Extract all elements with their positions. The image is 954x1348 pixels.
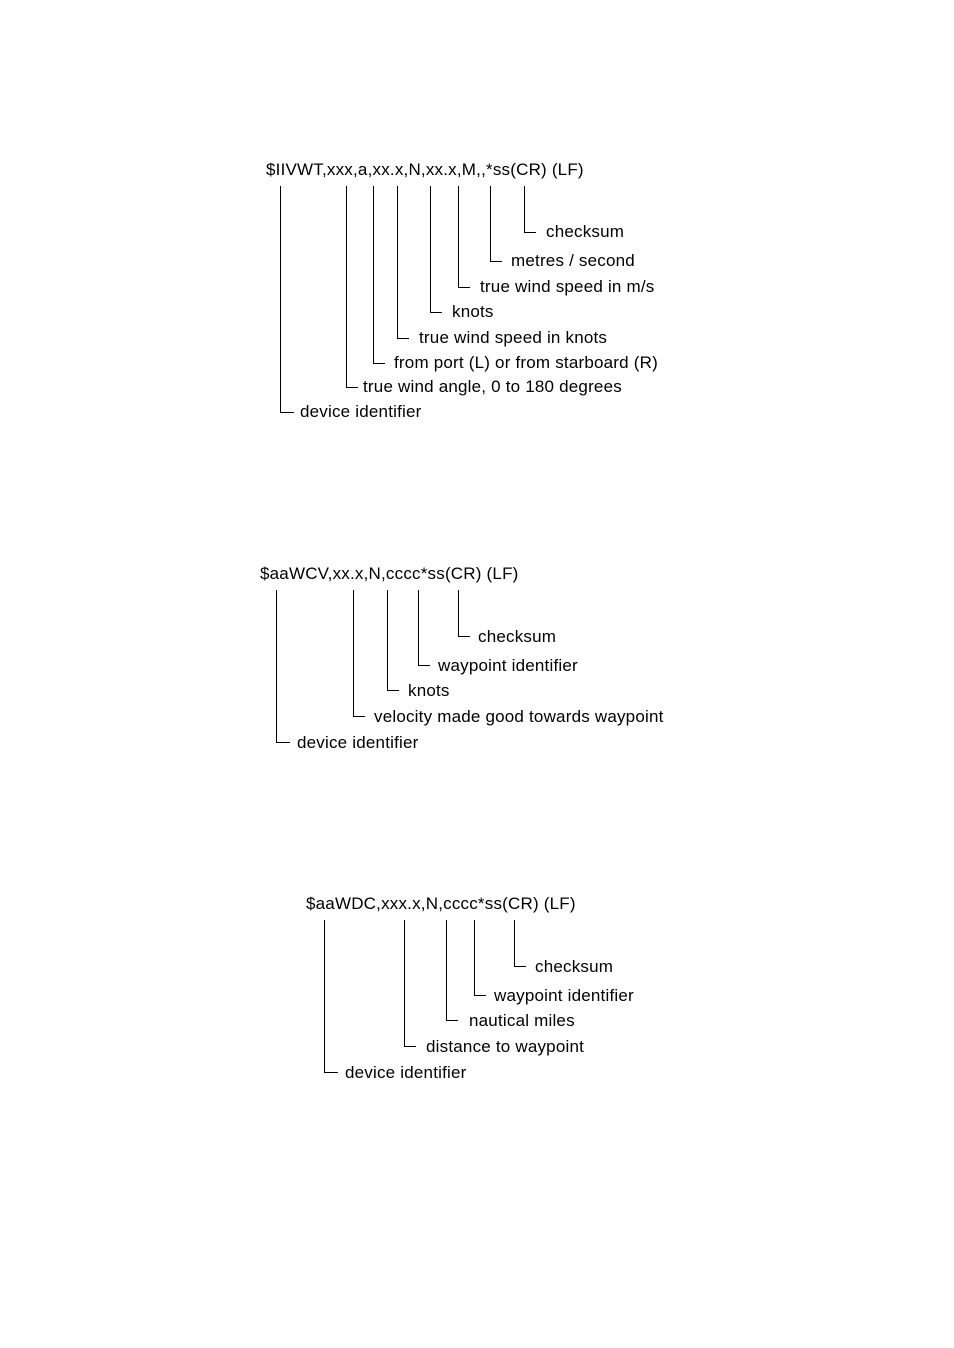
field-label: checksum	[478, 627, 557, 646]
device-id-tick	[276, 742, 290, 743]
wind-angle-tick	[346, 387, 358, 388]
knots-connector	[430, 186, 431, 312]
metres-connector	[490, 186, 491, 261]
device-id-tick	[324, 1072, 338, 1073]
device-id-tick	[280, 412, 294, 413]
device-id-connector	[280, 186, 281, 412]
knots-tick	[387, 690, 399, 691]
port-starboard-connector	[373, 186, 374, 363]
device-id-connector	[276, 590, 277, 742]
distance-tick	[404, 1046, 416, 1047]
field-label: from port (L) or from starboard (R)	[394, 353, 658, 372]
checksum-tick	[514, 966, 526, 967]
field-label: true wind angle, 0 to 180 degrees	[363, 377, 622, 396]
knots-connector	[387, 590, 388, 690]
field-label: device identifier	[297, 733, 419, 752]
field-label: true wind speed in knots	[419, 328, 608, 347]
vmg-connector	[353, 590, 354, 716]
device-id-connector	[324, 920, 325, 1072]
field-label: waypoint identifier	[494, 986, 634, 1005]
field-label: metres / second	[511, 251, 635, 270]
waypoint-id-tick	[474, 995, 486, 996]
field-label: velocity made good towards waypoint	[374, 707, 664, 726]
checksum-connector	[514, 920, 515, 966]
checksum-connector	[458, 590, 459, 636]
field-label: checksum	[546, 222, 625, 241]
wind-speed-knots-connector	[397, 186, 398, 338]
port-starboard-tick	[373, 363, 385, 364]
wcv-sentence: $aaWCV,xx.x,N,cccc*ss(CR) (LF)	[260, 564, 519, 583]
field-label: waypoint identifier	[438, 656, 578, 675]
wind-angle-connector	[346, 186, 347, 387]
field-label: checksum	[535, 957, 614, 976]
waypoint-id-connector	[474, 920, 475, 995]
vmg-tick	[353, 716, 365, 717]
checksum-connector	[524, 186, 525, 232]
knots-tick	[430, 312, 442, 313]
field-label: knots	[408, 681, 450, 700]
wdc-sentence: $aaWDC,xxx.x,N,cccc*ss(CR) (LF)	[306, 894, 576, 913]
wind-speed-ms-connector	[458, 186, 459, 287]
distance-connector	[404, 920, 405, 1046]
field-label: device identifier	[345, 1063, 467, 1082]
nautical-miles-connector	[446, 920, 447, 1020]
checksum-tick	[524, 232, 536, 233]
metres-tick	[490, 261, 502, 262]
field-label: nautical miles	[469, 1011, 575, 1030]
field-label: distance to waypoint	[426, 1037, 585, 1056]
waypoint-id-tick	[418, 665, 430, 666]
wind-speed-ms-tick	[458, 287, 470, 288]
checksum-tick	[458, 636, 470, 637]
field-label: device identifier	[300, 402, 422, 421]
nautical-miles-tick	[446, 1020, 458, 1021]
field-label: true wind speed in m/s	[480, 277, 655, 296]
waypoint-id-connector	[418, 590, 419, 665]
wind-speed-knots-tick	[397, 338, 409, 339]
vwt-sentence: $IIVWT,xxx,a,xx.x,N,xx.x,M,,*ss(CR) (LF)	[266, 160, 584, 179]
field-label: knots	[452, 302, 494, 321]
